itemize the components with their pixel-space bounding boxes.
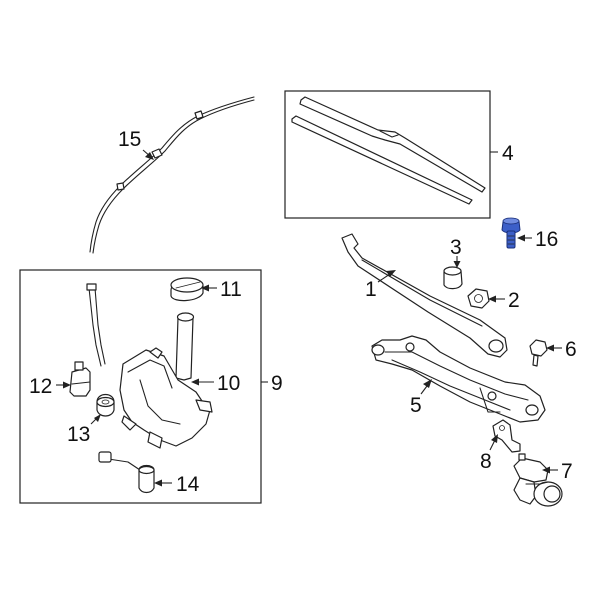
- wiper-arm-bolt-highlighted[interactable]: [501, 217, 521, 249]
- callout-4: 4: [502, 142, 514, 165]
- washer-hose[interactable]: [89, 96, 255, 254]
- reservoir-filler-cap[interactable]: [170, 277, 204, 302]
- fluid-level-sensor[interactable]: [98, 451, 155, 494]
- callout-5: 5: [410, 394, 422, 417]
- wiper-blade-group-box: [284, 90, 491, 219]
- wiper-arm[interactable]: [341, 233, 508, 358]
- reservoir-drain-tube[interactable]: [86, 283, 106, 367]
- callout-14: 14: [176, 473, 200, 496]
- linkage-bracket[interactable]: [492, 419, 521, 453]
- callout-3: 3: [450, 236, 462, 259]
- callout-12: 12: [29, 375, 52, 398]
- callout-1: 1: [365, 278, 377, 301]
- callout-11: 11: [220, 278, 242, 301]
- pump-grommet[interactable]: [96, 393, 115, 417]
- wiper-linkage[interactable]: [371, 335, 546, 423]
- callout-labels: 4 16 3 2 1 6 5 8 7 15 11 10 9 12 13 14: [29, 128, 577, 496]
- callout-15: 15: [118, 128, 141, 151]
- callout-7: 7: [561, 460, 573, 483]
- callout-10: 10: [217, 372, 240, 395]
- washer-reservoir-group-box: [19, 269, 262, 504]
- callout-8: 8: [480, 450, 492, 473]
- callout-9: 9: [271, 372, 283, 395]
- wiper-blades[interactable]: [291, 96, 486, 205]
- linkage-mounting-bolt[interactable]: [529, 339, 548, 367]
- washer-reservoir[interactable]: [119, 312, 213, 449]
- callout-13: 13: [67, 423, 90, 446]
- callout-6: 6: [565, 338, 577, 361]
- callout-leaders: [56, 149, 562, 487]
- washer-pump[interactable]: [69, 361, 91, 397]
- wiper-motor[interactable]: [513, 453, 563, 507]
- callout-16: 16: [535, 228, 558, 251]
- wiper-arm-nut[interactable]: [467, 288, 490, 309]
- callout-2: 2: [508, 289, 520, 312]
- wiper-arm-cap[interactable]: [443, 266, 463, 290]
